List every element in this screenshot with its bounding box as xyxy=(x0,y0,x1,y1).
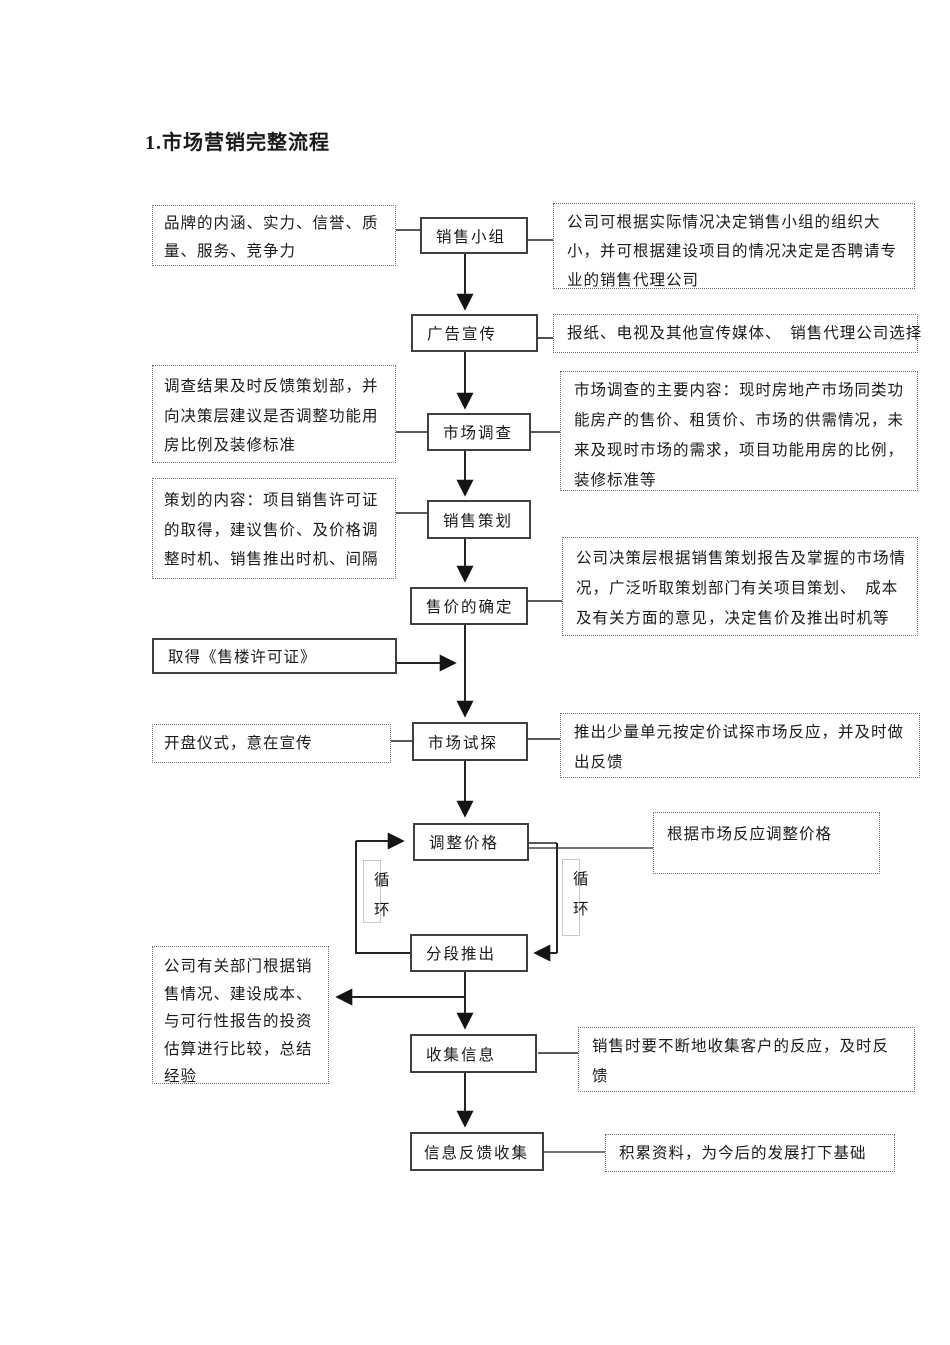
page-title: 1.市场营销完整流程 xyxy=(145,132,330,154)
node-phased-launch: 分段推出 xyxy=(410,934,528,972)
annotation-compare-summary: 公司有关部门根据销售情况、建设成本、与可行性报告的投资估算进行比较，总结经验 xyxy=(152,946,329,1085)
node-sales-planning: 销售策划 xyxy=(427,500,531,539)
node-adjust-price: 调整价格 xyxy=(413,823,529,861)
annotation-accumulate: 积累资料，为今后的发展打下基础 xyxy=(605,1134,895,1172)
side-connector-lines xyxy=(391,229,578,1054)
node-sales-team: 销售小组 xyxy=(420,217,528,254)
node-price-determination: 售价的确定 xyxy=(410,587,528,625)
node-advertising: 广告宣传 xyxy=(411,314,538,352)
annotation-planning-content: 策划的内容：项目销售许可证的取得，建议售价、及价格调整时机、销售推出时机、间隔 xyxy=(152,478,396,579)
node-feedback-collection: 信息反馈收集 xyxy=(410,1132,544,1171)
loop-label-left: 循环 xyxy=(363,860,390,923)
annotation-survey-content: 市场调查的主要内容：现时房地产市场同类功能房产的售价、租赁价、市场的供需情况，未… xyxy=(560,371,918,491)
annotation-media: 报纸、电视及其他宣传媒体、 销售代理公司选择 xyxy=(553,314,921,353)
annotation-org-size: 公司可根据实际情况决定销售小组的组织大小，并可根据建设项目的情况决定是否聘请专业… xyxy=(553,203,915,289)
annotation-adjust-by-market: 根据市场反应调整价格 xyxy=(653,812,880,874)
annotation-survey-feedback: 调查结果及时反馈策划部，并向决策层建议是否调整功能用房比例及装修标准 xyxy=(152,365,396,463)
thin-connector-lines xyxy=(529,847,653,1153)
node-market-test: 市场试探 xyxy=(412,722,528,761)
node-collect-info: 收集信息 xyxy=(410,1034,537,1073)
annotation-price-decision: 公司决策层根据销售策划报告及掌握的市场情况，广泛听取策划部门有关项目策划、 成本… xyxy=(562,537,918,636)
annotation-opening-ceremony: 开盘仪式，意在宣传 xyxy=(152,724,391,763)
annotation-collect-reaction: 销售时要不断地收集客户的反应，及时反馈 xyxy=(578,1027,915,1092)
loop-label-right: 循环 xyxy=(562,859,589,936)
annotation-test-launch: 推出少量单元按定价试探市场反应，并及时做出反馈 xyxy=(560,713,920,778)
annotation-brand: 品牌的内涵、实力、信誉、质量、服务、竞争力 xyxy=(152,205,396,266)
node-market-survey: 市场调查 xyxy=(427,413,531,451)
node-obtain-permit: 取得《售楼许可证》 xyxy=(152,638,397,674)
